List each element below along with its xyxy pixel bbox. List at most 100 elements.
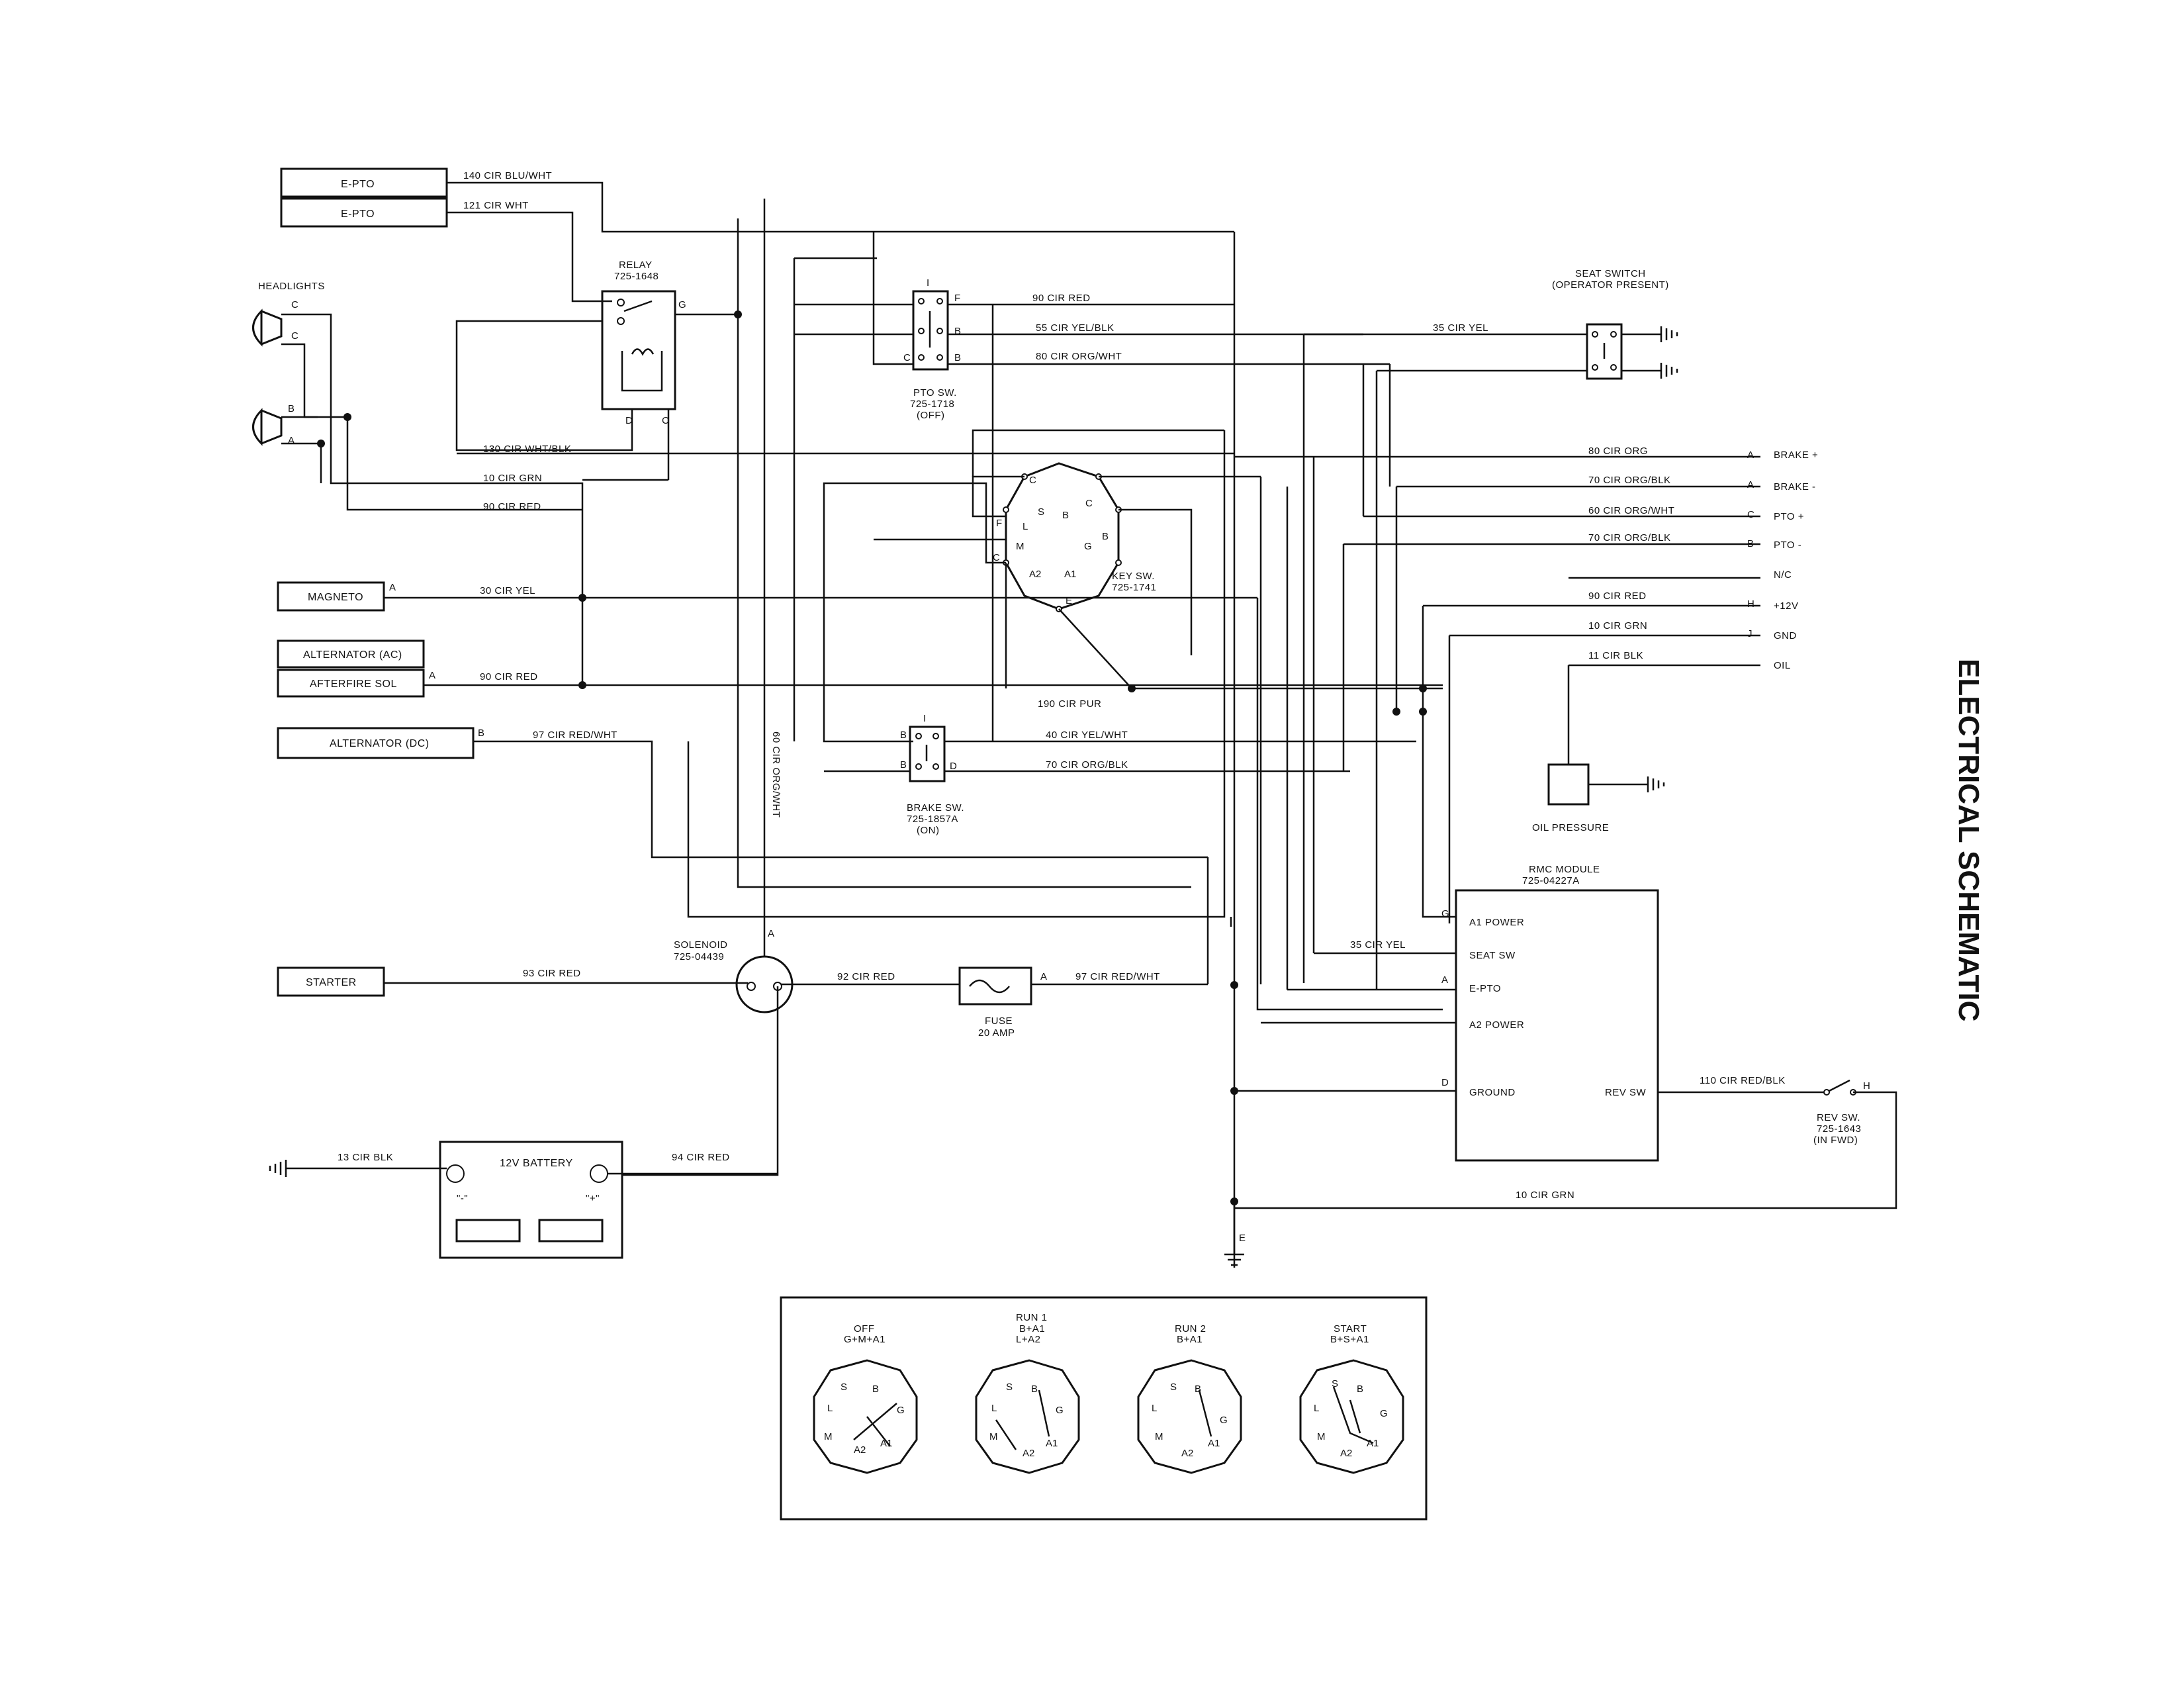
- pto-sw-pn: 725-1718: [910, 399, 954, 410]
- brake-switch[interactable]: [909, 726, 946, 782]
- svg-text:D: D: [950, 761, 957, 772]
- svg-text:D: D: [625, 415, 633, 426]
- battery[interactable]: [439, 1141, 623, 1259]
- key-pos-run1: RUN 1 B+A1 L+A2 S B L G M A2 A1: [975, 1312, 1080, 1474]
- alternator-ac-label: ALTERNATOR (AC): [303, 649, 402, 661]
- wire-70c-row: 70 CIR ORG/BLK: [1343, 532, 1760, 545]
- wire-label-130: 130 CIR WHT/BLK: [483, 444, 571, 455]
- key-pos-start: START B+S+A1 S B L G M A2 A1: [1299, 1323, 1404, 1474]
- svg-text:S: S: [1332, 1378, 1338, 1389]
- rev-sw-pn: 725-1643: [1817, 1123, 1861, 1135]
- wire-label-90c: 90 CIR RED: [480, 671, 538, 682]
- svg-text:G: G: [678, 299, 686, 310]
- wire-label-13: 13 CIR BLK: [338, 1152, 393, 1163]
- fuse-rating: 20 AMP: [978, 1027, 1015, 1039]
- svg-text:OFF: OFF: [854, 1323, 875, 1335]
- wire-label-10a: 10 CIR GRN: [483, 473, 542, 484]
- afterfire-sol-label: AFTERFIRE SOL: [310, 679, 397, 690]
- svg-text:A1: A1: [1064, 569, 1076, 580]
- oil-pressure-sender[interactable]: [1547, 763, 1590, 806]
- epto-box-2: E-PTO: [280, 197, 448, 228]
- svg-text:M: M: [1155, 1431, 1163, 1442]
- svg-text:B: B: [1062, 510, 1069, 521]
- svg-text:B: B: [954, 326, 961, 337]
- seat-switch-desc: (OPERATOR PRESENT): [1552, 279, 1669, 291]
- battery-label: 12V BATTERY: [500, 1158, 573, 1169]
- wire-label-90a: 90 CIR RED: [1032, 293, 1091, 304]
- brake-sw-state: (ON): [917, 825, 940, 836]
- fuse[interactable]: [958, 966, 1032, 1006]
- svg-text:C: C: [1747, 509, 1754, 520]
- connector-brake-plus: BRAKE +: [1774, 449, 1818, 461]
- pto-sw-state: (OFF): [917, 410, 944, 421]
- pto-switch[interactable]: [912, 290, 949, 371]
- svg-text:S: S: [1038, 506, 1044, 518]
- svg-text:G: G: [1441, 908, 1449, 919]
- svg-text:G+M+A1: G+M+A1: [844, 1334, 886, 1345]
- wire-label-121: 121 CIR WHT: [463, 200, 529, 211]
- solenoid-pn: 725-04439: [674, 951, 724, 962]
- svg-text:C: C: [1085, 498, 1093, 509]
- wire-70b-row: 70 CIR ORG/BLK: [1396, 475, 1760, 488]
- wire-label-11: 11 CIR BLK: [1588, 650, 1643, 661]
- wire-label-70b: 70 CIR ORG/BLK: [1588, 475, 1671, 486]
- svg-text:L: L: [827, 1403, 833, 1414]
- key-position-panel: OFF G+M+A1 S B L G M A2 A1 RUN 1 B+A1 L+…: [780, 1296, 1428, 1521]
- solenoid-label: SOLENOID: [674, 939, 728, 951]
- chassis-ground: [1224, 1201, 1244, 1266]
- svg-text:A1: A1: [880, 1438, 892, 1449]
- wire-label-55: 55 CIR YEL/BLK: [1036, 322, 1114, 334]
- relay-label: RELAY: [619, 259, 653, 271]
- relay-box: [601, 290, 676, 410]
- rmc-rev-sw: REV SW: [1605, 1087, 1647, 1098]
- svg-text:C: C: [1029, 475, 1036, 486]
- wire-label-92: 92 CIR RED: [837, 971, 895, 982]
- key-switch[interactable]: [1005, 462, 1120, 610]
- key-sw-pn: 725-1741: [1112, 582, 1156, 593]
- epto-label-1: E-PTO: [341, 179, 375, 190]
- svg-text:D: D: [1441, 1077, 1449, 1088]
- connector-brake-minus: BRAKE -: [1774, 481, 1816, 492]
- headlight-lower: [252, 408, 283, 446]
- svg-text:F: F: [954, 293, 960, 304]
- magneto-label: MAGNETO: [308, 592, 363, 603]
- wire-label-10c: 10 CIR GRN: [1516, 1190, 1574, 1201]
- svg-text:M: M: [1016, 541, 1024, 552]
- svg-text:G: G: [1380, 1408, 1388, 1419]
- svg-text:B: B: [872, 1383, 879, 1395]
- svg-text:S: S: [1170, 1382, 1177, 1393]
- svg-text:M: M: [1317, 1431, 1326, 1442]
- oil-pressure-label: OIL PRESSURE: [1532, 822, 1609, 833]
- svg-text:B+A1: B+A1: [1019, 1323, 1045, 1335]
- svg-text:G: G: [1056, 1405, 1064, 1416]
- svg-text:A: A: [288, 435, 295, 446]
- rmc-ground: GROUND: [1469, 1087, 1516, 1098]
- epto-box-1: E-PTO: [280, 167, 448, 198]
- svg-text:B: B: [1102, 531, 1109, 542]
- wire-label-70c: 70 CIR ORG/BLK: [1588, 532, 1671, 543]
- svg-text:A2: A2: [1023, 1448, 1034, 1459]
- svg-text:START: START: [1334, 1323, 1367, 1335]
- wire-label-110: 110 CIR RED/BLK: [1700, 1075, 1786, 1086]
- svg-text:B: B: [1031, 1383, 1038, 1395]
- wire-label-60b: 60 CIR ORG/WHT: [1588, 505, 1674, 516]
- svg-text:RUN 2: RUN 2: [1175, 1323, 1206, 1335]
- svg-text:G: G: [897, 1405, 905, 1416]
- rmc-module-label: RMC MODULE: [1529, 864, 1600, 875]
- wire-label-80a: 80 CIR ORG/WHT: [1036, 351, 1122, 362]
- svg-text:H: H: [1747, 598, 1754, 610]
- svg-text:A: A: [1040, 971, 1047, 982]
- svg-text:E: E: [1239, 1233, 1246, 1244]
- svg-text:A2: A2: [1029, 569, 1041, 580]
- fuse-label: FUSE: [985, 1015, 1013, 1027]
- connector-nc: N/C: [1774, 569, 1792, 581]
- headlights-label: HEADLIGHTS: [258, 281, 325, 292]
- svg-text:C: C: [662, 415, 669, 426]
- seat-switch[interactable]: [1586, 323, 1623, 380]
- rmc-module[interactable]: [1455, 889, 1659, 1162]
- svg-text:B: B: [954, 352, 961, 363]
- svg-text:C: C: [291, 330, 298, 342]
- key-pos-off: OFF G+M+A1 S B L G M A2 A1: [813, 1323, 918, 1474]
- rev-sw-state: (IN FWD): [1813, 1135, 1858, 1146]
- key-pos-run2: RUN 2 B+A1 S B L G M A2 A1: [1137, 1323, 1242, 1474]
